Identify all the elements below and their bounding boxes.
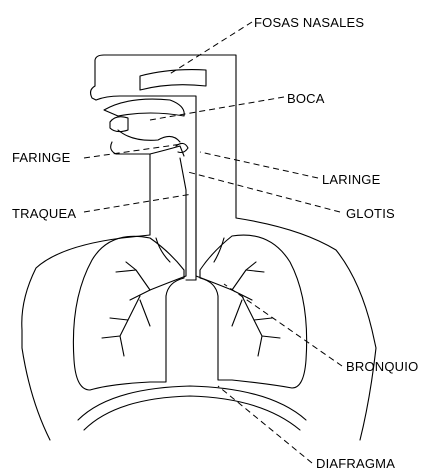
label-diafragma: DIAFRAGMA [316,456,395,471]
bronchial-tree [102,262,280,356]
right-lung [200,235,307,388]
leader-faringe [84,144,182,158]
leader-bronquio [224,284,342,366]
leader-lines [84,22,342,463]
leader-fosas-nasales [168,22,252,75]
label-traquea: TRAQUEA [12,206,76,221]
head-outline [91,55,236,280]
label-bronquio: BRONQUIO [346,359,418,374]
label-fosas-nasales: FOSAS NASALES [254,15,364,30]
label-boca: BOCA [287,91,325,106]
body-outline [22,200,376,348]
label-laringe: LARINGE [322,172,381,187]
label-glotis: GLOTIS [346,206,395,221]
label-faringe: FARINGE [12,150,71,165]
left-lung [73,236,184,390]
trachea [180,158,196,276]
diaphragm [22,348,376,440]
labels: FOSAS NASALES BOCA FARINGE LARINGE TRAQU… [12,15,418,471]
leader-laringe [200,152,318,178]
leader-traquea [84,194,192,212]
